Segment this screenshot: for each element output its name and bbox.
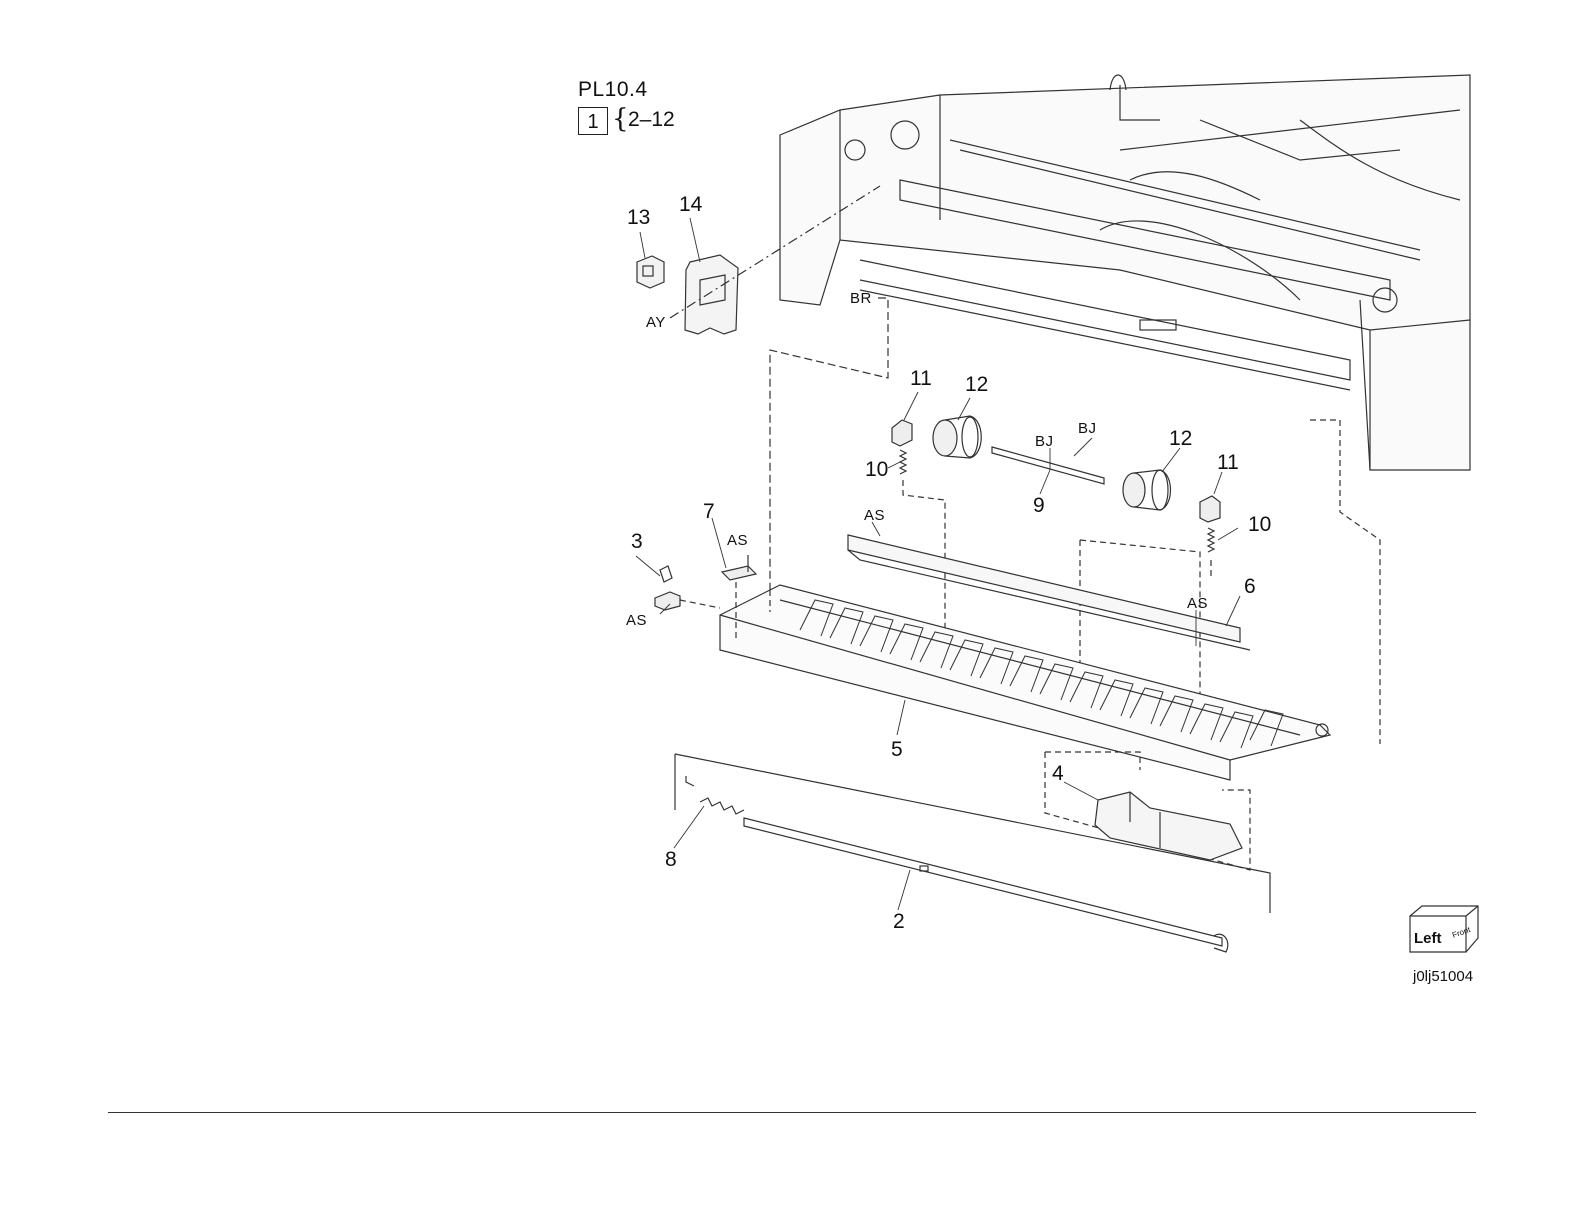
part-number-12-left: 12: [965, 373, 988, 397]
footer-divider: [108, 1112, 1476, 1113]
part-number-8: 8: [665, 848, 677, 872]
part-5-chute: [720, 585, 1330, 780]
part-14-bracket: [685, 255, 738, 334]
part-10-spring-left: [900, 450, 906, 474]
orientation-left-label: Left: [1414, 930, 1442, 947]
part-number-9: 9: [1033, 494, 1045, 518]
part-number-6: 6: [1244, 575, 1256, 599]
ref-label-bj-1: BJ: [1035, 433, 1054, 450]
part-11-right-bearing: [1200, 496, 1220, 522]
part-13-sensor: [637, 256, 664, 288]
image-id: j0lj51004: [1413, 968, 1473, 985]
ref-label-as-1: AS: [864, 507, 885, 524]
part-number-11-left: 11: [910, 367, 932, 391]
printer-frame: [780, 75, 1470, 470]
part-number-13: 13: [627, 206, 650, 230]
ref-label-ay: AY: [646, 314, 666, 331]
part-number-14: 14: [679, 193, 702, 217]
part-12-right-roller: [1123, 470, 1171, 510]
part-11-left-bearing: [892, 420, 912, 446]
part-number-5: 5: [891, 738, 903, 762]
plate-title: PL10.4: [578, 78, 648, 102]
part-8-spring: [686, 776, 744, 814]
ref-label-as-2: AS: [727, 532, 748, 549]
item-range: 2–12: [628, 108, 675, 132]
part-number-7: 7: [703, 500, 715, 524]
parent-item-box: 1: [578, 107, 608, 135]
part-number-4: 4: [1052, 762, 1064, 786]
part-12-left-roller: [933, 416, 981, 458]
ref-label-bj-2: BJ: [1078, 420, 1097, 437]
part-number-12-right: 12: [1169, 427, 1192, 451]
part-number-10-right: 10: [1248, 513, 1271, 537]
part-number-10-left: 10: [865, 458, 888, 482]
part-number-3: 3: [631, 530, 643, 554]
part-number-11-right: 11: [1217, 451, 1239, 475]
part-10-spring-right: [1208, 528, 1214, 552]
ref-label-as-4: AS: [1187, 595, 1208, 612]
ref-label-as-3: AS: [626, 612, 647, 629]
part-9-shaft: [992, 447, 1104, 484]
part-number-2: 2: [893, 910, 905, 934]
part-3-stopper: [655, 566, 720, 610]
ref-label-br: BR: [850, 290, 872, 307]
brace-symbol: {: [612, 104, 629, 134]
